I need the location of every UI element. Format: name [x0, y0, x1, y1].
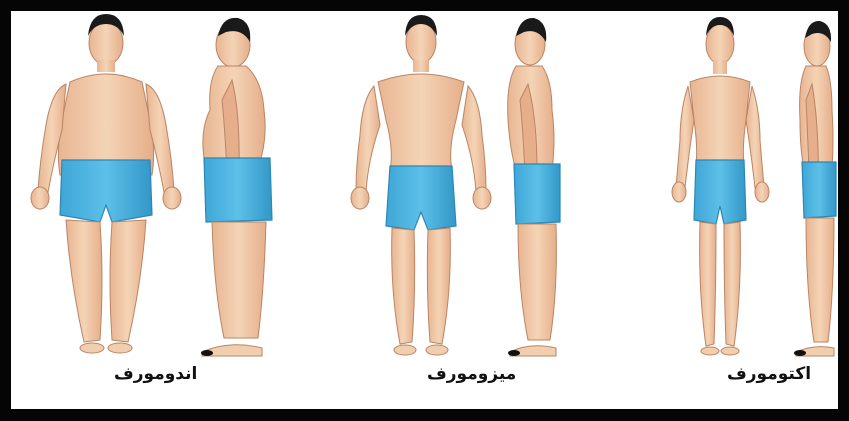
ectomorph-front-figure: [672, 17, 769, 355]
caption-ectomorph: اکتومورف: [727, 364, 811, 388]
mesomorph-side-figure: [508, 18, 560, 356]
caption-mesomorph: میزومورف: [427, 364, 516, 388]
endomorph-side-figure: [201, 18, 272, 356]
ectomorph-side-figure: [794, 21, 836, 356]
caption-endomorph: اندومورف: [114, 364, 197, 388]
endomorph-front-figure: [31, 14, 181, 353]
mesomorph-front-figure: [351, 15, 491, 355]
